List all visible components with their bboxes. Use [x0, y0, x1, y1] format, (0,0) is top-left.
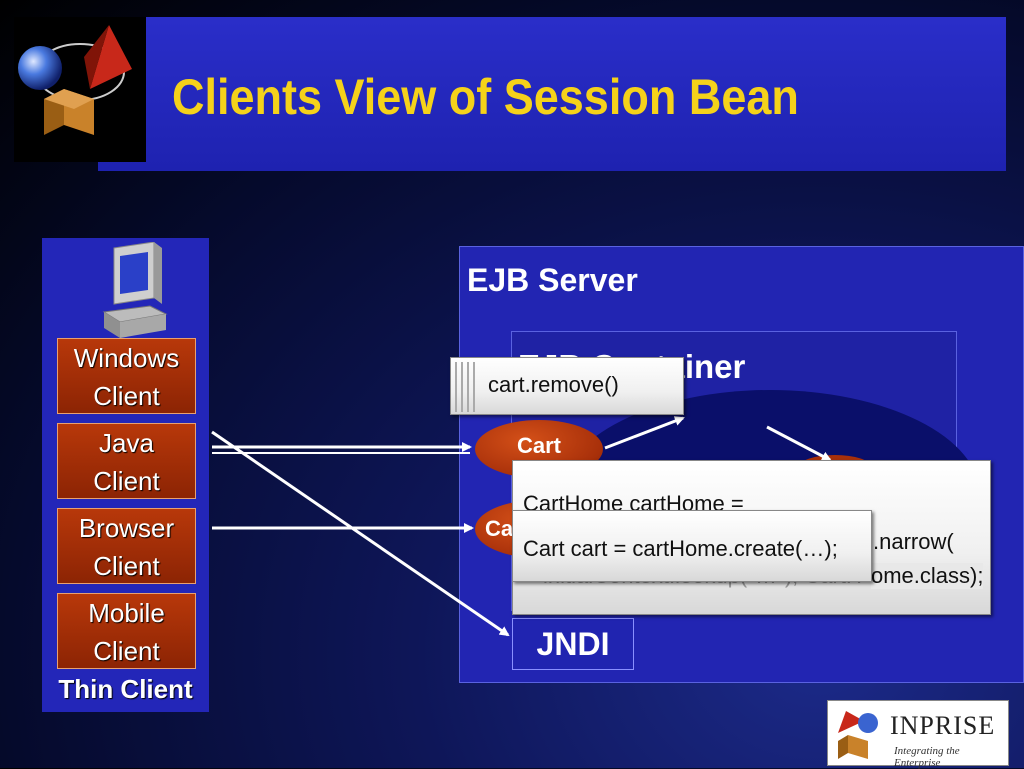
inprise-shapes-icon	[838, 711, 878, 759]
title-band	[98, 17, 1006, 171]
remove-code: cart.remove()	[488, 372, 619, 397]
inprise-brand: INPRISE	[890, 711, 996, 740]
remove-popup: cart.remove()	[450, 357, 684, 415]
java-client-box: Java Client	[57, 423, 196, 499]
create-popup: Cart cart = cartHome.create(…);	[512, 510, 872, 582]
container-arrow	[766, 425, 832, 462]
inprise-logo: INPRISE Integrating the Enterprise	[827, 700, 1009, 769]
slide-title: Clients View of Session Bean	[172, 69, 799, 125]
lookup-line3: ome.class);	[871, 563, 984, 589]
browser-client-line1: Browser	[78, 513, 175, 543]
shapes-logo-icon	[18, 25, 132, 135]
browser-client-box: Browser Client	[57, 508, 196, 584]
windows-client-line2: Client	[93, 381, 160, 411]
logo-area	[14, 17, 146, 162]
cart-to-remove-arrow	[604, 416, 685, 450]
windows-client-box: Windows Client	[57, 338, 196, 414]
java-client-line2: Client	[93, 466, 160, 496]
cart-bean-bottom-label: Ca	[485, 516, 514, 541]
mobile-client-line2: Client	[93, 636, 160, 666]
computer-icon	[102, 242, 168, 338]
java-to-jndi-arrow	[211, 430, 510, 637]
jndi-box: JNDI	[512, 618, 634, 670]
lookup-line2: .narrow(	[873, 529, 954, 554]
ejb-server-label: EJB Server	[467, 262, 638, 298]
mobile-client-line1: Mobile	[88, 598, 165, 628]
create-code: Cart cart = cartHome.create(…);	[523, 536, 838, 561]
windows-client-line1: Windows	[73, 343, 180, 373]
browser-client-line2: Client	[93, 551, 160, 581]
java-client-line1: Java	[99, 428, 154, 458]
cart-bean-top-label: Cart	[516, 433, 561, 458]
mobile-client-box: Mobile Client	[57, 593, 196, 669]
thin-client-label: Thin Client	[58, 674, 193, 704]
inprise-tagline: Integrating the Enterprise	[894, 745, 960, 769]
